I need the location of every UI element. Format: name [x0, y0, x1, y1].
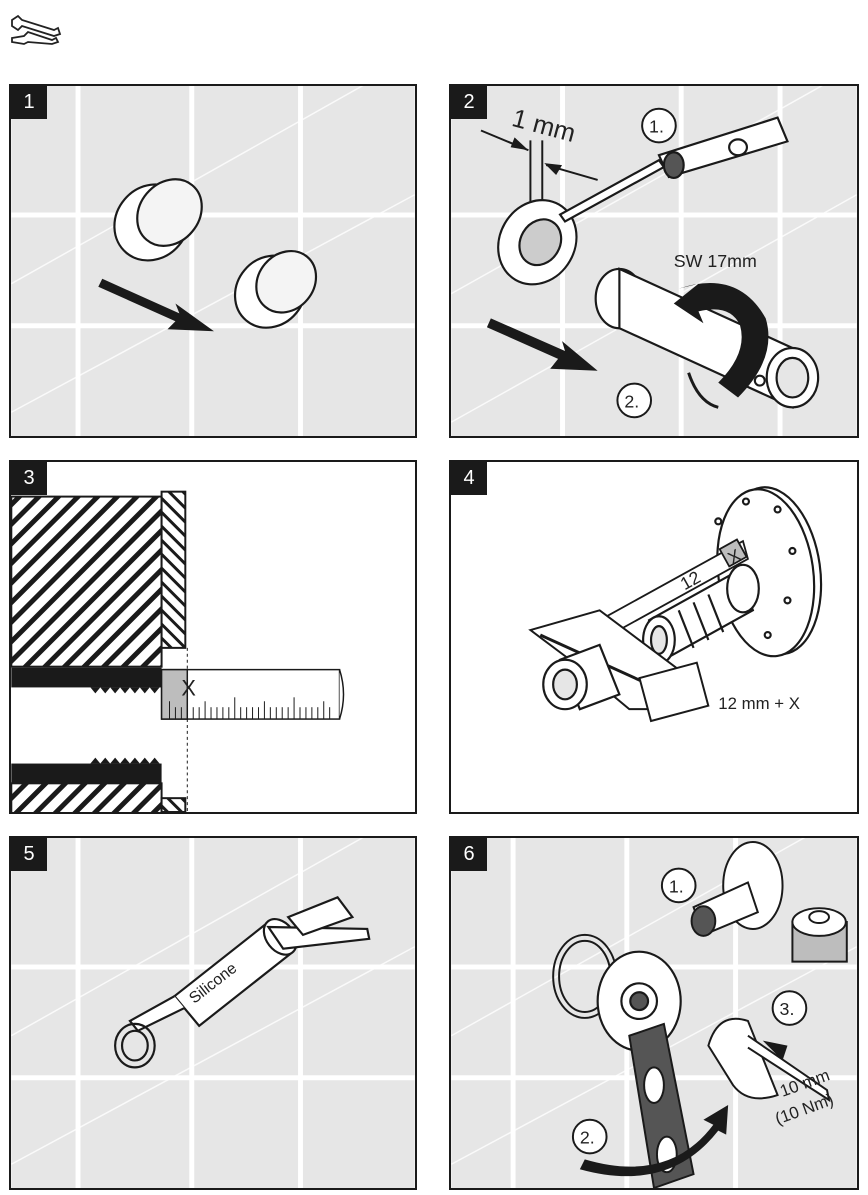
- wrench-screwdriver-icon: [11, 14, 62, 45]
- step-1-illustration: [11, 86, 415, 436]
- wrench-size-label: SW 17mm: [674, 251, 757, 271]
- step-6-number: 6: [451, 838, 487, 871]
- step-6-illustration: 1. 3. 2.: [451, 838, 857, 1188]
- step-5-illustration: Silicone: [11, 838, 415, 1188]
- cap-icon: [233, 249, 318, 329]
- sub-step-1-label: 1.: [669, 876, 684, 896]
- arrow-icon: [98, 278, 214, 332]
- tile-section: [160, 490, 187, 649]
- step-5-number: 5: [11, 838, 47, 871]
- step-3-panel: 3: [9, 460, 417, 814]
- screwdriver-icon: [558, 116, 789, 223]
- step-1-panel: 1: [9, 84, 417, 438]
- cut-pipe-icon: [542, 643, 621, 711]
- cap-icon: [113, 178, 203, 262]
- step-4-panel: 4 12 X: [449, 460, 859, 814]
- flange-top-icon: [690, 840, 784, 937]
- silicone-tube-top-icon: [791, 907, 848, 963]
- step-6-panel: 6 1. 3.: [449, 836, 859, 1190]
- hacksaw-icon: [528, 609, 710, 723]
- step-4-number: 4: [451, 462, 487, 495]
- step-4-illustration: 12 X 12 mm + X: [528, 486, 823, 723]
- step-1-number: 1: [11, 86, 47, 119]
- sub-step-2-label: 2.: [624, 391, 639, 411]
- step-3-illustration: X: [11, 490, 345, 812]
- wall-section: [11, 495, 163, 668]
- rotate-arrow-icon: [579, 1104, 729, 1177]
- tape-roll-icon: [707, 1017, 831, 1103]
- step-3-number: 3: [11, 462, 47, 495]
- step-2-number: 2: [451, 86, 487, 119]
- marker-x-label: X: [181, 675, 196, 700]
- rotate-arrow-icon: [673, 283, 769, 409]
- step-5-panel: 5 Silicone: [9, 836, 417, 1190]
- sub-step-2-label: 2.: [580, 1128, 595, 1148]
- sub-step-3-label: 3.: [780, 999, 795, 1019]
- arrow-icon: [486, 318, 598, 371]
- sub-step-1-label: 1.: [649, 116, 664, 136]
- step-2-illustration: 1 mm 1. SW 17mm: [451, 86, 857, 436]
- silicone-cartridge-icon: [114, 896, 371, 1069]
- step-2-panel: 2 1 mm: [449, 84, 859, 438]
- ruler: [160, 668, 345, 720]
- ring-icon: [497, 199, 578, 286]
- cut-length-label: 12 mm + X: [718, 694, 800, 713]
